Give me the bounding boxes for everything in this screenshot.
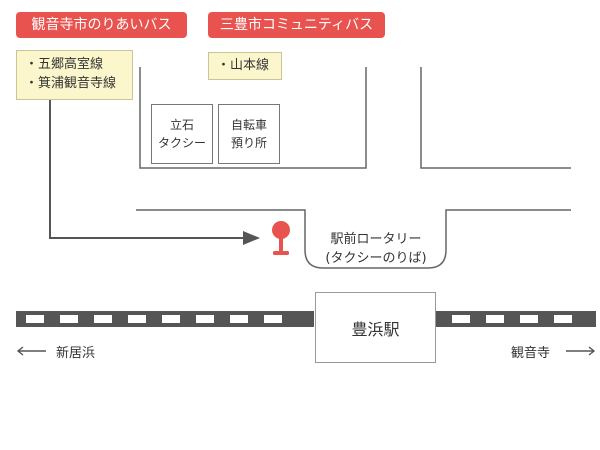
road-outlines xyxy=(136,67,571,269)
rotary-label: 駅前ロータリー (タクシーのりば) xyxy=(322,230,430,268)
road-upper-left-block xyxy=(139,67,367,169)
rail-tie xyxy=(554,315,572,323)
arrow-left-icon xyxy=(16,346,46,356)
rail-tie xyxy=(26,315,44,323)
bus-route-line xyxy=(49,100,247,239)
road-rotary xyxy=(136,209,571,269)
route-item: ・箕浦観音寺線 xyxy=(25,76,117,91)
rail-tie xyxy=(264,315,282,323)
route-item: ・五郷高室線 xyxy=(25,57,104,72)
building-label-line: 自転車 xyxy=(230,118,267,132)
taxi-office-building: 立石 タクシー xyxy=(151,104,213,164)
rail-tie xyxy=(230,315,248,323)
rail-tie xyxy=(452,315,470,323)
rail-tie xyxy=(486,315,504,323)
bus-stop-icon xyxy=(272,221,290,255)
rail-tie xyxy=(94,315,112,323)
rail-tie xyxy=(520,315,538,323)
bus-line-tag-kanonji: 観音寺市のりあいバス xyxy=(16,12,187,38)
rail-tie xyxy=(128,315,146,323)
building-label-line: 預り所 xyxy=(230,136,267,150)
railway-track xyxy=(16,311,596,327)
bus-route-arrowhead xyxy=(243,231,260,245)
rail-tie xyxy=(162,315,180,323)
rail-tie xyxy=(196,315,214,323)
direction-right-label: 観音寺 xyxy=(511,346,551,361)
building-label-line: 立石 xyxy=(169,118,194,132)
rotary-label-line1: 駅前ロータリー xyxy=(330,232,422,247)
route-item: ・山本線 xyxy=(217,58,270,73)
building-label-line: タクシー xyxy=(157,136,206,150)
rail-tie xyxy=(60,315,78,323)
bicycle-parking-building: 自転車 預り所 xyxy=(218,104,280,164)
direction-left-label: 新居浜 xyxy=(56,346,96,361)
station-building: 豊浜駅 xyxy=(315,292,436,363)
station-name: 豊浜駅 xyxy=(351,319,400,339)
route-box-mitoyo: ・山本線 xyxy=(208,52,282,80)
road-upper-right-block xyxy=(420,67,571,169)
arrow-right-icon xyxy=(566,346,596,356)
route-box-kanonji: ・五郷高室線 ・箕浦観音寺線 xyxy=(16,50,133,100)
rotary-label-line2: (タクシーのりば) xyxy=(325,251,427,266)
bus-line-tag-mitoyo: 三豊市コミュニティバス xyxy=(208,12,385,38)
